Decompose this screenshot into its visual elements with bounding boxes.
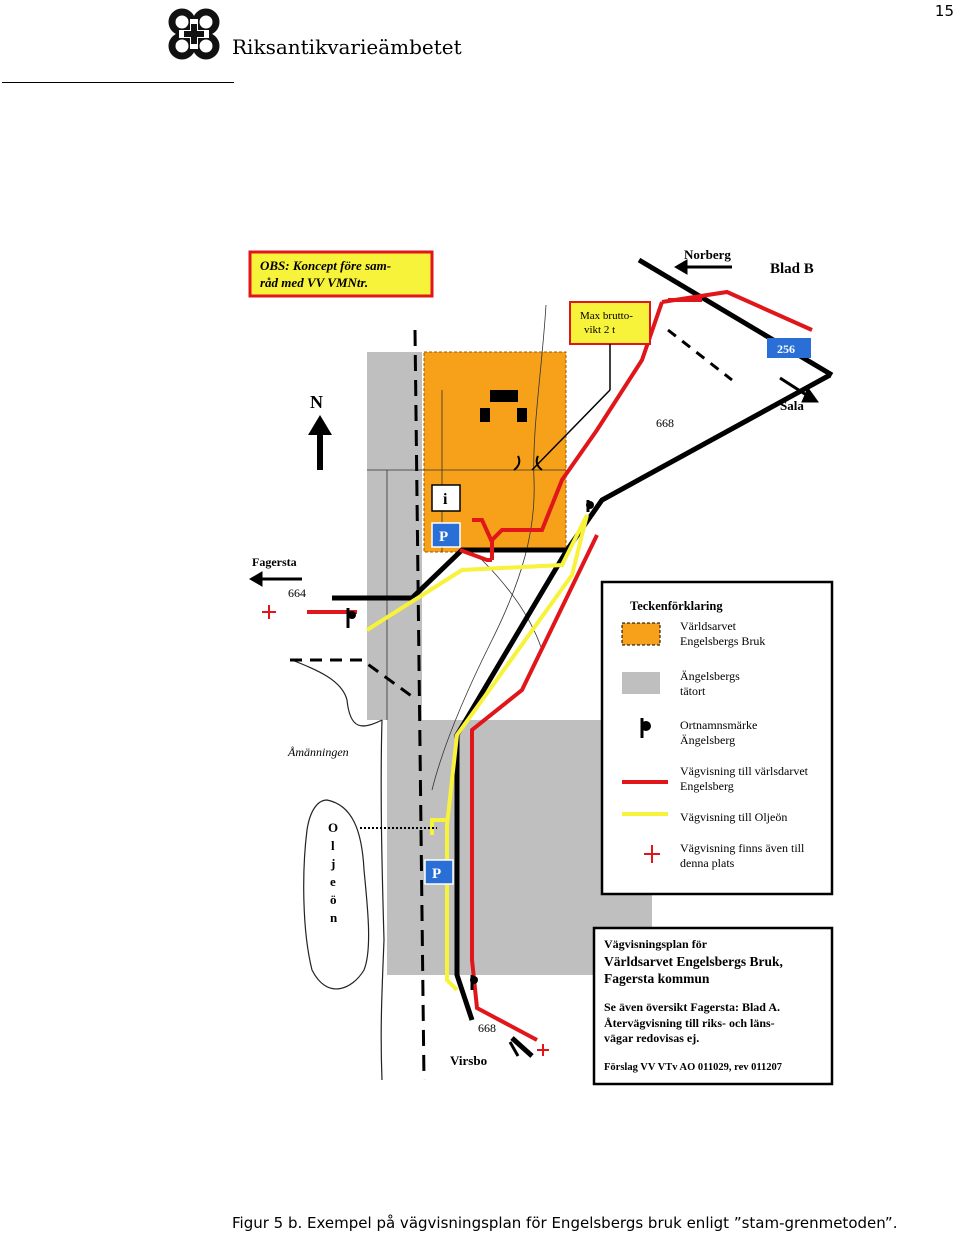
legend-item-label: Ängelsbergs — [680, 669, 740, 683]
place-sala: Sala — [780, 398, 804, 413]
red-routes — [307, 289, 813, 1042]
oljeon-letter: e — [330, 874, 336, 889]
info-line4: Se även översikt Fagersta: Blad A. — [604, 1000, 780, 1014]
yellow-routes — [365, 514, 589, 992]
legend-item-label: tätort — [680, 684, 706, 698]
info-line1: Vägvisningsplan för — [604, 937, 708, 951]
info-line3: Fagersta kommun — [604, 971, 710, 986]
place-virsbo: Virsbo — [450, 1053, 487, 1068]
parking-icon-north — [431, 522, 461, 548]
dashed-boundaries — [290, 328, 733, 1081]
oljeon-letter: ö — [330, 892, 337, 907]
place-fagersta: Fagersta — [252, 555, 297, 569]
info-line7: Förslag VV VTv AO 011029, rev 011207 — [604, 1062, 782, 1073]
raa-quatrefoil-logo-icon — [168, 8, 220, 60]
info-line2: Världsarvet Engelsbergs Bruk, — [604, 954, 783, 969]
header-divider — [2, 82, 234, 83]
road-668-north-label: 668 — [656, 416, 674, 430]
road-256-label: 256 — [777, 342, 795, 356]
legend-swatch-town — [622, 672, 660, 694]
obs-note-box — [248, 250, 434, 298]
parking-symbol-north: P — [439, 529, 448, 545]
plan-info-box: Vägvisningsplan för Världsarvet Engelsbe… — [592, 926, 834, 1086]
parking-icon-south — [424, 859, 454, 885]
legend-swatch-heritage — [621, 622, 661, 646]
place-blad-b: Blad B — [770, 261, 814, 277]
oljeon-letter: O — [328, 820, 338, 835]
route-signage-map: N OBS: Koncept före sam- råd med VV VMNt… — [248, 247, 834, 1086]
road-256-sign — [767, 338, 811, 358]
figure-caption: Figur 5 b. Exempel på vägvisningsplan fö… — [232, 1214, 898, 1232]
north-label: N — [310, 392, 323, 412]
building-icons — [480, 390, 527, 422]
legend-item-label: Engelsberg — [680, 779, 734, 793]
info-icon — [431, 484, 461, 512]
bridge-icon — [513, 455, 543, 471]
legend: Teckenförklaring Världsarvet Engelsbergs… — [600, 580, 834, 896]
info-symbol: i — [443, 491, 448, 508]
plus-icons — [262, 605, 549, 1056]
max-weight-line1: Max brutto- — [580, 310, 633, 322]
obs-note-line2: råd med VV VMNtr. — [260, 275, 368, 290]
lake-shoreline — [291, 659, 385, 1081]
org-name: Riksantikvarieämbetet — [232, 35, 462, 59]
place-name-markers — [346, 500, 594, 990]
direction-arrows — [249, 259, 819, 1057]
legend-item-label: Vägvisning till Oljeön — [680, 810, 787, 824]
oljeon-letter: j — [330, 856, 335, 871]
info-line6: vägar redovisas ej. — [604, 1031, 699, 1045]
legend-item-label: denna plats — [680, 856, 735, 870]
place-norberg: Norberg — [684, 247, 731, 262]
legend-item-label: Ortnamnsmärke — [680, 718, 757, 732]
max-weight-box — [569, 301, 651, 345]
road-668-south-label: 668 — [478, 1021, 496, 1035]
heritage-site-area — [423, 351, 567, 553]
legend-item-label: Vägvisning finns även till — [680, 841, 805, 855]
header: Riksantikvarieämbetet — [0, 0, 462, 86]
north-arrow: N — [308, 392, 332, 470]
place-oljeon: O l j e ö n — [328, 820, 338, 925]
max-weight-line2: vikt 2 t — [584, 324, 615, 336]
legend-item-label: Ängelsberg — [680, 733, 735, 747]
legend-item-label: Engelsbergs Bruk — [680, 634, 765, 648]
place-amanningen: Åmänningen — [287, 745, 349, 759]
oljeon-letter: l — [331, 838, 335, 853]
legend-title: Teckenförklaring — [630, 599, 723, 613]
road-664-label: 664 — [288, 586, 306, 600]
page-number: 15 — [934, 2, 954, 20]
parking-symbol-south: P — [432, 866, 441, 882]
obs-note-line1: OBS: Koncept före sam- — [260, 258, 391, 273]
legend-item-label: Världsarvet — [680, 619, 737, 633]
info-line5: Återvägvisning till riks- och läns- — [604, 1016, 775, 1030]
legend-item-label: Vägvisning till värlsdarvet — [680, 764, 809, 778]
oljeon-letter: n — [330, 910, 338, 925]
